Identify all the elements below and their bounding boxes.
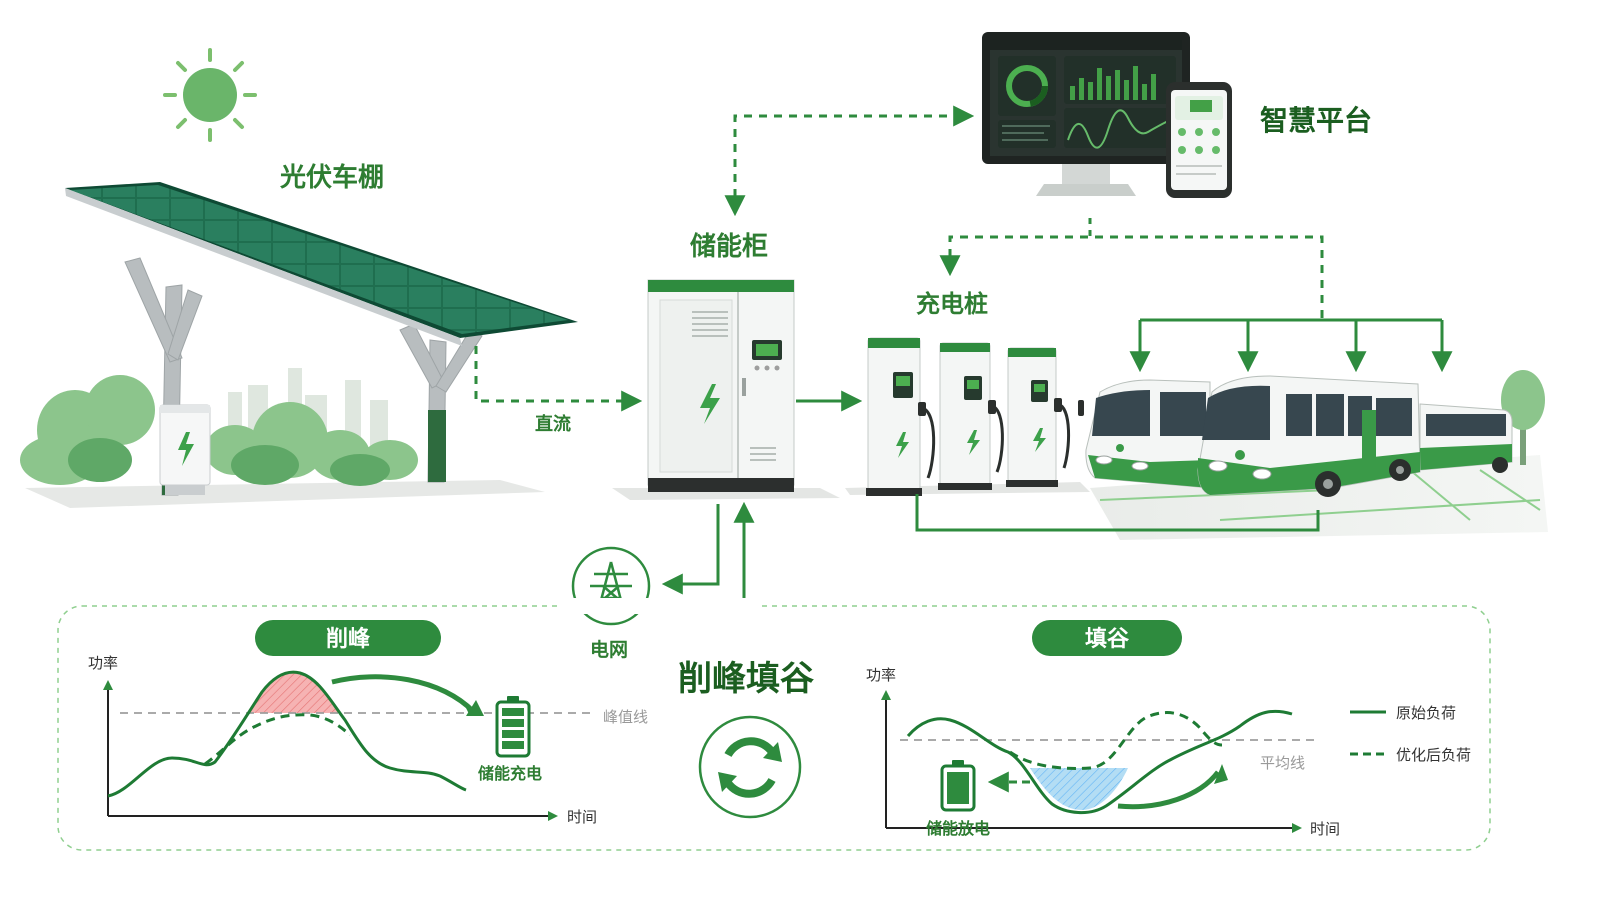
- smart-platform-label: 智慧平台: [1260, 104, 1372, 137]
- battery-icon: [942, 760, 974, 810]
- valley-battery-label: 储能放电: [925, 819, 990, 838]
- cabinet-to-grid-arrow: [666, 504, 718, 584]
- platform-cabinet-link: [735, 116, 970, 212]
- peak-valley-title: 削峰填谷: [678, 659, 814, 699]
- valley-x-label: 时间: [1310, 820, 1340, 838]
- grid-label: 电网: [590, 638, 628, 661]
- charging-pile: [938, 343, 1002, 490]
- valley-fill-arrow: [1118, 772, 1218, 807]
- legend: 原始负荷 优化后负荷: [1350, 704, 1471, 764]
- ground: [25, 480, 545, 508]
- dc-label: 直流: [535, 413, 571, 435]
- peak-shaving-chart: 削峰 功率 时间 峰值线 储能充电: [88, 620, 648, 826]
- platform-charger-link: [950, 237, 1322, 318]
- grid: 电网: [573, 504, 744, 661]
- charging-pile-label: 充电桩: [916, 290, 988, 318]
- bus: [1420, 404, 1512, 473]
- battery-icon: [497, 696, 529, 756]
- bus-dispatch-arrows: [1140, 320, 1442, 368]
- sun-icon: [165, 50, 255, 140]
- legend-optimized-label: 优化后负荷: [1396, 746, 1471, 764]
- storage-cabinet-label: 储能柜: [690, 231, 768, 262]
- valley-y-label: 功率: [866, 666, 896, 684]
- smart-platform: [982, 32, 1232, 198]
- grid-to-cabinet-arrow: [666, 506, 744, 604]
- inverter-box: [160, 405, 210, 495]
- peak-y-label: 功率: [88, 654, 118, 672]
- valley-filling-chart: 填谷 功率 时间 平均线 储能放电: [866, 620, 1340, 838]
- peak-battery-label: 储能充电: [477, 764, 542, 783]
- valley-threshold-label: 平均线: [1260, 754, 1305, 772]
- peak-optimized-load: [205, 715, 350, 764]
- charging-pile: [1006, 348, 1069, 487]
- refresh-cycle-icon: [700, 717, 800, 817]
- charging-pile: [866, 338, 934, 496]
- storage-cabinet: [612, 280, 840, 500]
- peak-threshold-label: 峰值线: [603, 708, 648, 726]
- peak-transfer-arrow: [332, 677, 474, 712]
- peak-x-label: 时间: [567, 808, 597, 826]
- bus: [1078, 380, 1210, 488]
- pv-carport: 光伏车棚: [20, 50, 578, 508]
- legend-original-label: 原始负荷: [1396, 704, 1456, 722]
- peak-pill-label: 削峰: [326, 627, 371, 652]
- valley-pill-label: 填谷: [1085, 627, 1130, 652]
- valley-area: [1030, 768, 1128, 810]
- dc-connection: [476, 346, 638, 401]
- charging-piles: [845, 338, 1090, 496]
- pv-carport-label: 光伏车棚: [279, 162, 384, 193]
